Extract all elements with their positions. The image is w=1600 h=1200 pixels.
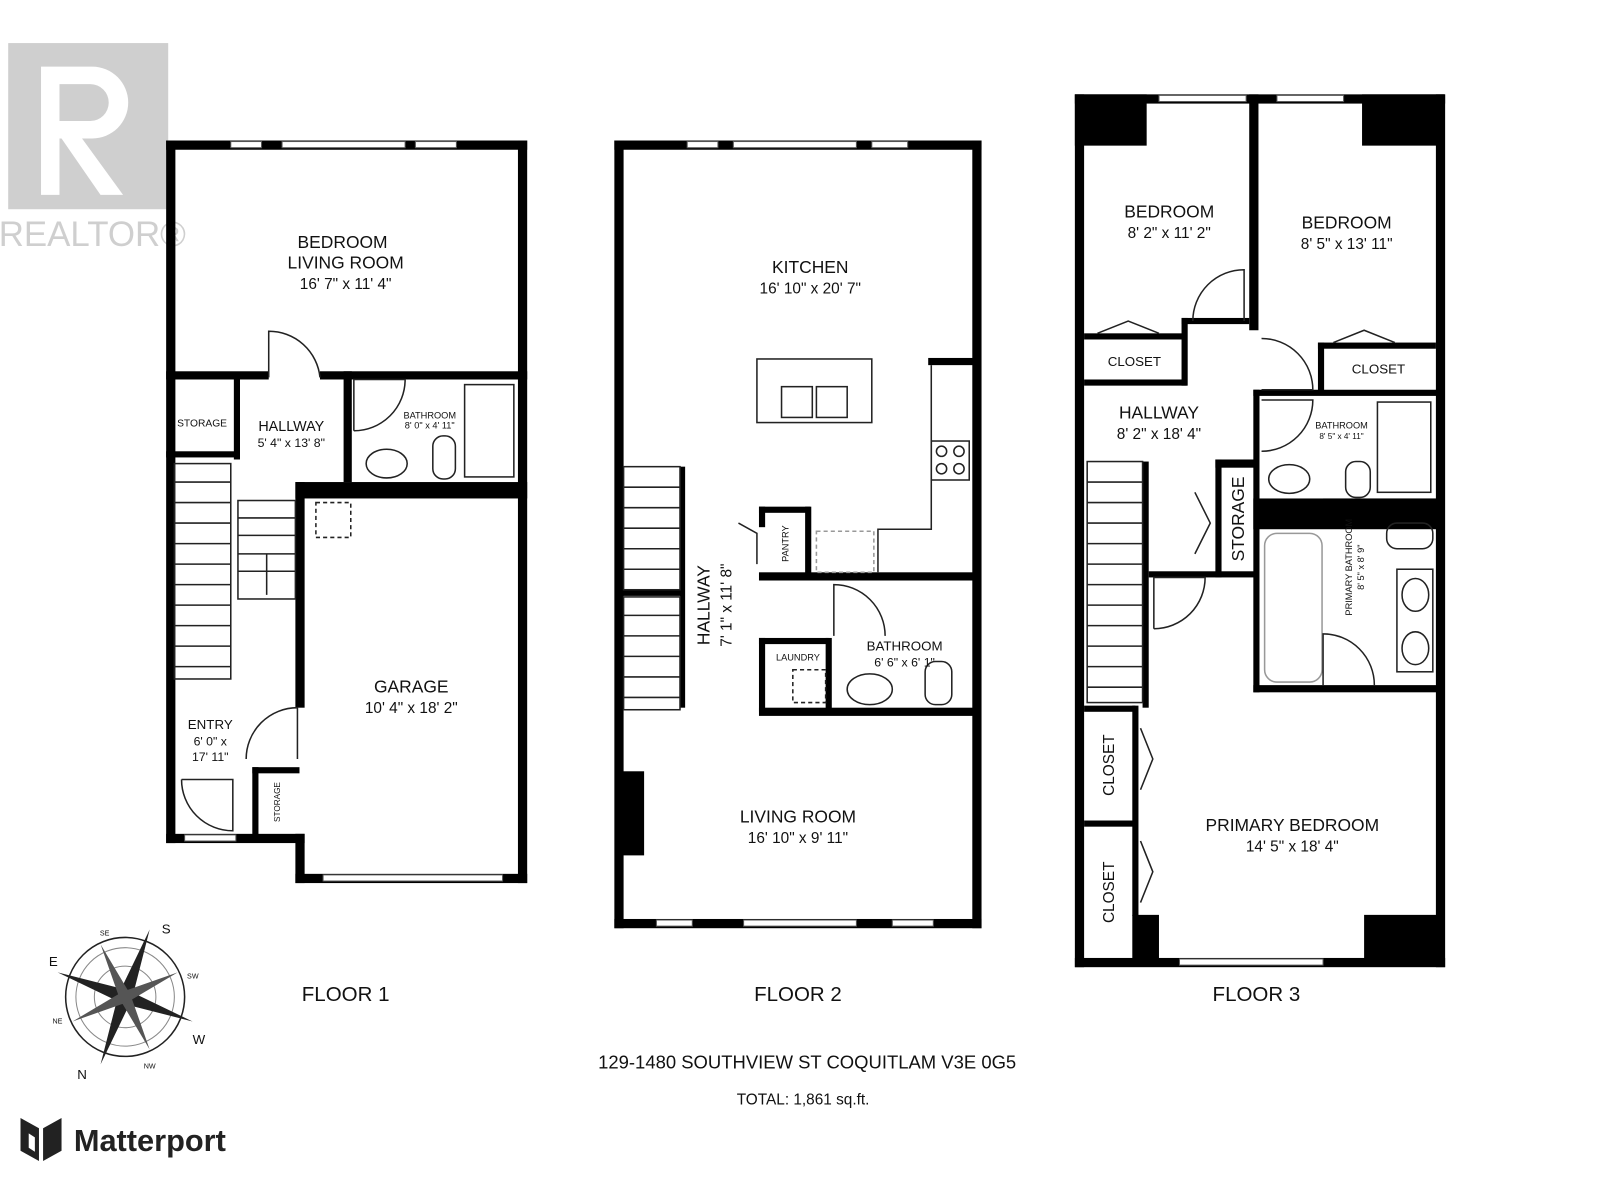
room-label: STORAGE <box>1228 477 1248 562</box>
floor-1-label: FLOOR 1 <box>302 983 390 1006</box>
room-label: PRIMARY BATHROOM <box>1344 519 1354 616</box>
room-label: NW <box>144 1063 156 1071</box>
room-label: PRIMARY BEDROOM <box>1206 815 1380 835</box>
room-label: LIVING ROOM <box>740 807 856 827</box>
room-label: STORAGE <box>273 782 282 822</box>
floor-1: BEDROOM LIVING ROOM 16' 7" x 11' 4" STOR… <box>166 140 528 1006</box>
room-label: HALLWAY <box>258 419 324 435</box>
room-label: CLOSET <box>1101 861 1118 923</box>
room-label: CLOSET <box>1101 734 1118 796</box>
room-label: 8' 5" x 4' 11" <box>1319 432 1363 441</box>
room-label: CLOSET <box>1352 361 1405 376</box>
floor-2-label: FLOOR 2 <box>754 983 842 1006</box>
room-label: 6' 0" x <box>194 735 228 749</box>
room-label: 17' 11" <box>192 750 229 764</box>
room-label: BEDROOM <box>1302 213 1392 233</box>
room-label: ENTRY <box>188 717 233 732</box>
room-label: STORAGE <box>177 419 227 430</box>
room-label: W <box>193 1032 206 1047</box>
total-area: TOTAL: 1,861 sq.ft. <box>737 1092 870 1109</box>
room-label: SE <box>100 929 110 937</box>
room-label: PANTRY <box>781 525 791 562</box>
room-label: 8' 0" x 4' 11" <box>405 421 455 431</box>
matterport-logo: Matterport <box>20 1117 226 1162</box>
room-label: NE <box>52 1018 62 1026</box>
room-label: REALTOR® <box>0 215 186 254</box>
room-label: 5' 4" x 13' 8" <box>258 436 325 450</box>
room-label: Matterport <box>74 1123 226 1158</box>
room-label: BEDROOM <box>1124 201 1214 221</box>
room-label: GARAGE <box>374 676 449 696</box>
room-label: CLOSET <box>1108 354 1161 369</box>
realtor-logo: REALTOR® <box>0 43 186 254</box>
room-label: E <box>49 954 58 969</box>
compass-rose-icon: S E W N SE SW NW NE <box>49 921 206 1082</box>
room-label: 10' 4" x 18' 2" <box>365 700 458 717</box>
room-label: HALLWAY <box>1119 402 1199 422</box>
room-label: 7' 1" x 11' 8" <box>718 564 735 647</box>
room-label: 16' 7" x 11' 4" <box>300 276 392 293</box>
room-label: 14' 5" x 18' 4" <box>1246 838 1339 855</box>
room-label: BATHROOM <box>403 410 456 420</box>
floor-3-label: FLOOR 3 <box>1213 983 1301 1006</box>
room-label: BATHROOM <box>1315 421 1368 431</box>
room-label: N <box>77 1067 87 1082</box>
room-label: HALLWAY <box>694 565 714 645</box>
room-label: 16' 10" x 9' 11" <box>748 830 848 847</box>
room-label: BEDROOM <box>298 232 388 252</box>
room-label: 8' 5" x 13' 11" <box>1301 236 1393 253</box>
floor-2: KITCHEN 16' 10" x 20' 7" PANTRY HALLWAY … <box>614 140 982 1006</box>
room-label: S <box>162 921 171 936</box>
room-label: 8' 5" x 8' 9" <box>1356 544 1366 589</box>
floor-3: BEDROOM 8' 2" x 11' 2" BEDROOM 8' 5" x 1… <box>1074 94 1446 1006</box>
room-label: 8' 2" x 18' 4" <box>1117 426 1201 443</box>
room-label: 16' 10" x 20' 7" <box>760 280 861 297</box>
room-label: BATHROOM <box>867 638 943 653</box>
room-label: 6' 6" x 6' 1" <box>874 656 935 670</box>
address: 129-1480 SOUTHVIEW ST COQUITLAM V3E 0G5 <box>598 1052 1016 1073</box>
room-label: SW <box>187 972 199 980</box>
room-label: 8' 2" x 11' 2" <box>1128 225 1211 242</box>
room-label: LAUNDRY <box>776 653 820 663</box>
room-label: KITCHEN <box>772 257 848 277</box>
room-label: LIVING ROOM <box>288 253 404 273</box>
